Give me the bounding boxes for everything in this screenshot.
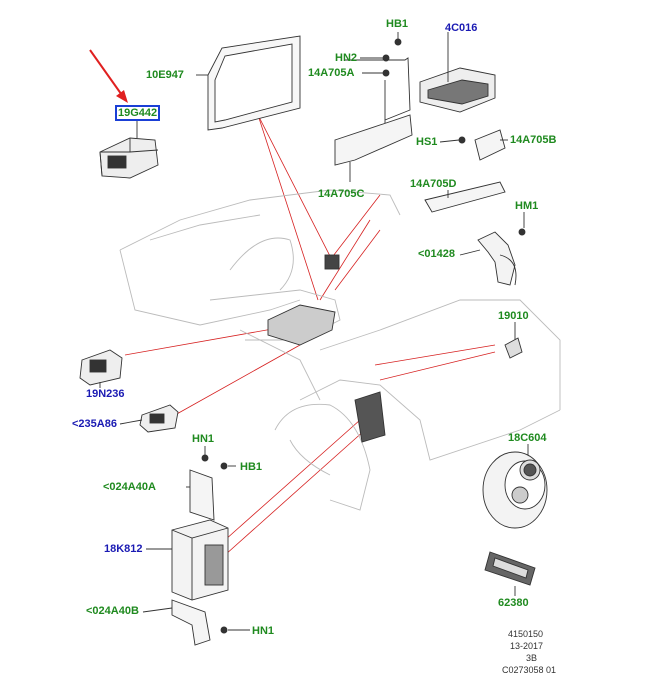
label-4c016[interactable]: 4C016: [445, 22, 478, 34]
label-14a705c[interactable]: 14A705C: [318, 188, 365, 200]
label-14a705b[interactable]: 14A705B: [510, 134, 557, 146]
footer-ref-1: 4150150: [508, 629, 544, 639]
label-01428[interactable]: <01428: [418, 248, 456, 260]
callout-lines: [124, 114, 496, 556]
console-module: [267, 254, 340, 346]
part-62380: [484, 551, 536, 586]
label-18c604[interactable]: 18C604: [508, 432, 547, 444]
footer-ref-2: 13-2017: [510, 641, 544, 651]
label-14a705a[interactable]: 14A705A: [308, 67, 355, 79]
part-19g442: [99, 118, 159, 179]
label-hb1-top[interactable]: HB1: [386, 18, 409, 30]
part-14a705c: [334, 114, 413, 166]
label-19n236[interactable]: 19N236: [86, 388, 125, 400]
label-hn1-mid[interactable]: HN1: [192, 433, 215, 445]
footer-ref-3: 3B: [526, 653, 538, 663]
label-235a86[interactable]: <235A86: [72, 418, 117, 430]
leader-lines: [99, 32, 529, 631]
vehicle-cargo: [274, 299, 561, 511]
label-024a40b[interactable]: <024A40B: [86, 605, 139, 617]
label-62380[interactable]: 62380: [498, 597, 529, 609]
footer-ref-4: C0273058 01: [502, 665, 557, 675]
label-hb1-mid[interactable]: HB1: [240, 461, 263, 473]
label-hm1[interactable]: HM1: [515, 200, 539, 212]
part-235a86: [139, 404, 179, 433]
label-18k812[interactable]: 18K812: [104, 543, 143, 555]
part-14a705b: [474, 129, 506, 161]
vehicle-interior: [119, 189, 401, 401]
label-14a705d[interactable]: 14A705D: [410, 178, 457, 190]
label-hn2[interactable]: HN2: [335, 52, 358, 64]
label-hn1-bottom[interactable]: HN1: [252, 625, 275, 637]
part-024a40a: [189, 469, 215, 521]
part-024a40b: [171, 599, 211, 646]
label-hs1[interactable]: HS1: [416, 136, 438, 148]
part-14a705a: [345, 57, 411, 125]
label-10e947[interactable]: 10E947: [146, 69, 184, 81]
part-18c604: [482, 451, 548, 529]
part-01428: [477, 231, 517, 286]
cargo-module: [354, 391, 386, 443]
pointer-arrow: [89, 49, 128, 103]
part-18k812: [171, 519, 229, 601]
part-19n236: [79, 349, 123, 386]
fasteners: [201, 38, 526, 634]
part-19010: [504, 337, 523, 359]
part-10e947: [196, 35, 301, 131]
part-4c016: [419, 67, 496, 113]
part-14a705d: [424, 181, 506, 213]
label-024a40a[interactable]: <024A40A: [103, 481, 156, 493]
label-19g442-selected[interactable]: 19G442: [115, 105, 161, 121]
line-art: [79, 32, 561, 646]
label-19010[interactable]: 19010: [498, 310, 529, 322]
